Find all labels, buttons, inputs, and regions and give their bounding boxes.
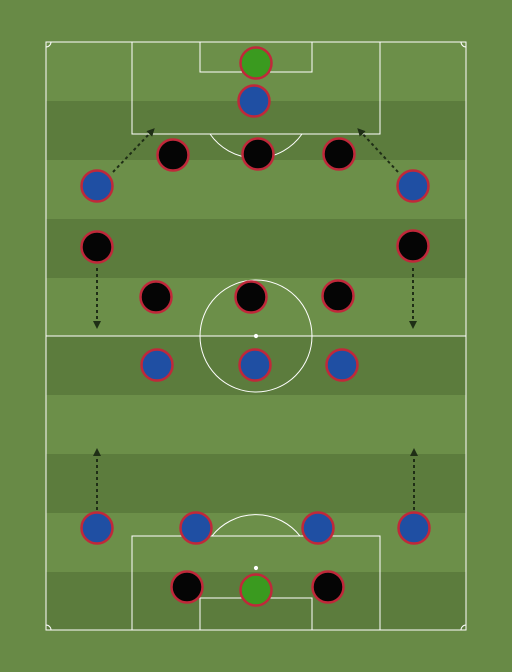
player-black-wide-left [80,230,114,264]
centre-circle [199,279,313,393]
player-black-dm-center [241,137,275,171]
player-top-blue-cb [237,84,271,118]
player-top-gk [239,46,273,80]
corner-arc-top-right [460,41,467,48]
corner-arc-top-left [45,41,52,48]
player-black-fwd-left [170,570,204,604]
player-blue-wing-right-upper [396,169,430,203]
movement-arrows [93,128,418,510]
pitch-stripe [46,219,466,278]
player-blue-wing-left-upper [80,169,114,203]
corner-arc-bottom-left [45,624,52,631]
player-blue-back-left-wide [80,511,114,545]
player-black-fwd-right [311,570,345,604]
player-blue-mid-left [140,348,174,382]
centre-spot [253,333,259,339]
pitch-stripe [46,454,466,513]
players [80,46,431,607]
player-black-am-left [139,280,173,314]
player-blue-back-right [301,511,335,545]
bottom-penalty-arc [211,514,301,537]
player-black-am-right [321,279,355,313]
pitch-markings [45,41,467,631]
player-blue-back-left [179,511,213,545]
player-black-dm-right [322,137,356,171]
player-blue-back-right-wide [397,511,431,545]
corner-arc-bottom-right [460,624,467,631]
pitch-stripe [46,513,466,572]
player-black-dm-left [156,138,190,172]
player-blue-mid-right [325,348,359,382]
bottom-penalty-spot [253,565,259,571]
player-black-am-center [234,280,268,314]
pitch-stripe [46,395,466,454]
player-bottom-gk [239,573,273,607]
player-blue-mid-center [238,348,272,382]
player-black-wide-right [396,229,430,263]
